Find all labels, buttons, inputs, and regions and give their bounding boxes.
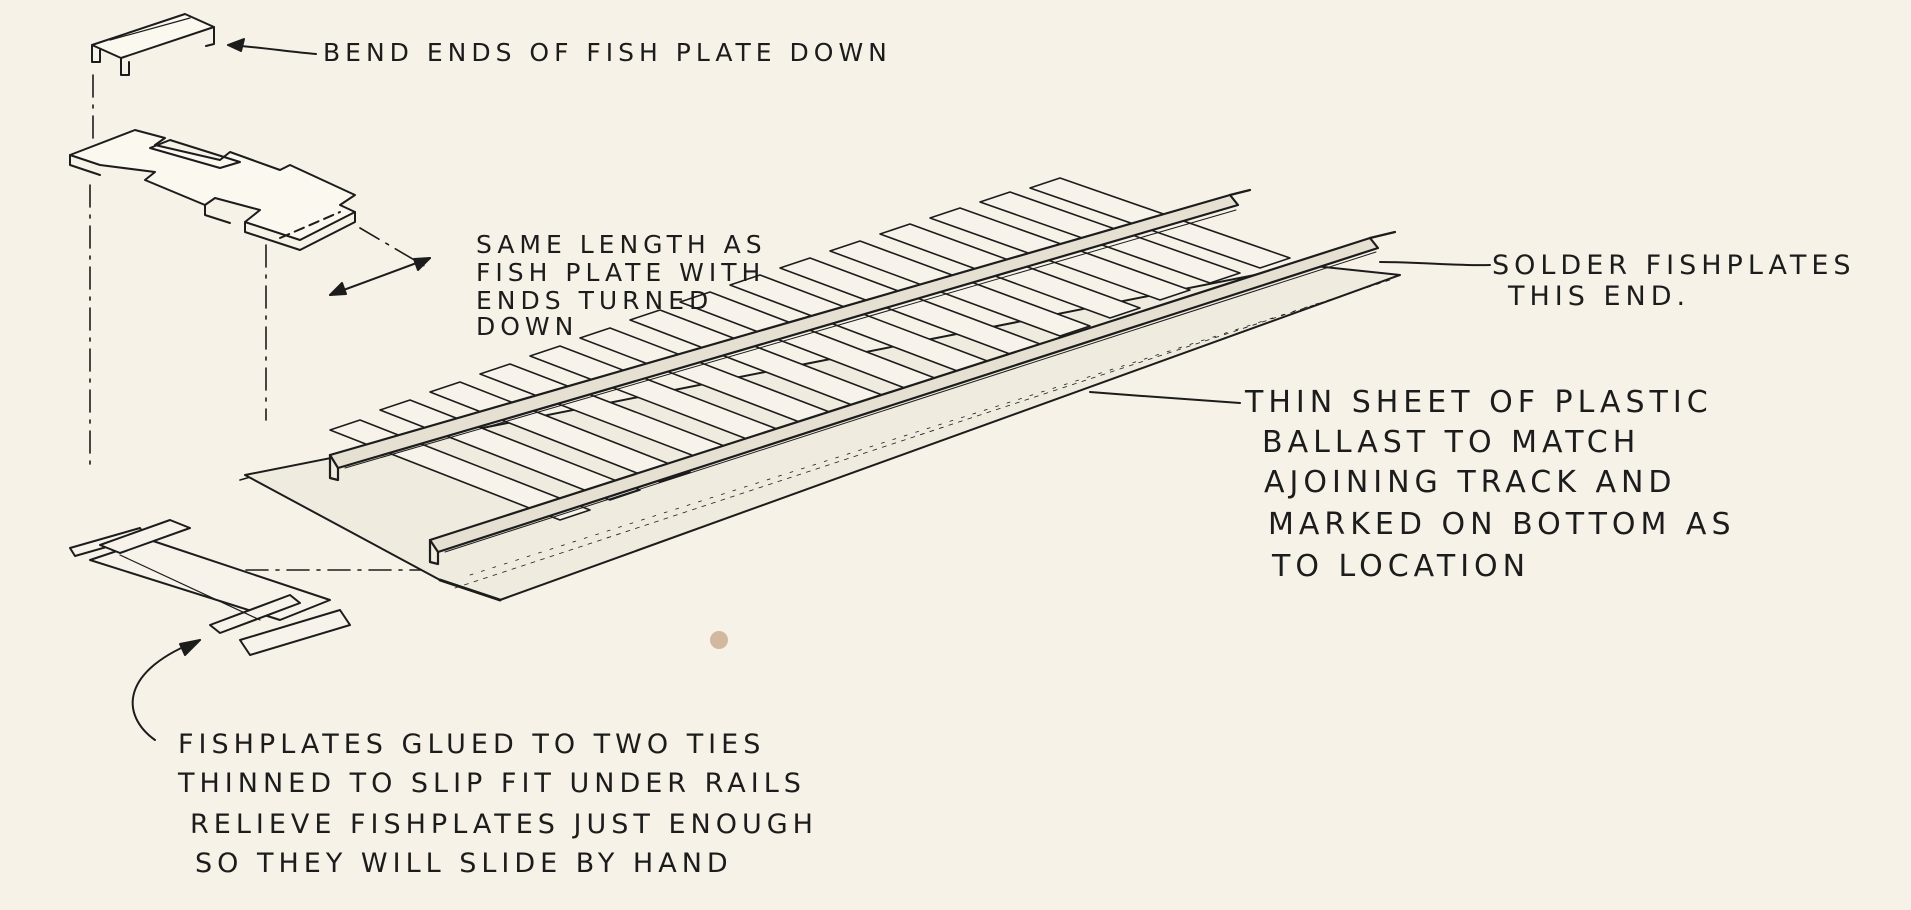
fishplates-glued-note-line-2: THINNED TO SLIP FIT UNDER RAILS — [178, 768, 806, 799]
dimension-arrows — [329, 257, 431, 296]
thin-sheet-note-line-2: BALLAST TO MATCH — [1262, 425, 1641, 460]
bend-ends-note: BEND ENDS OF FISH PLATE DOWN — [323, 38, 892, 67]
paper-stain — [710, 631, 728, 649]
solder-note-line-2: THIS END. — [1508, 281, 1691, 312]
fishplates-on-ties — [69, 519, 351, 656]
same-length-note-line-4: DOWN — [476, 312, 579, 341]
thin-sheet-note-line-1: THIN SHEET OF PLASTIC — [1245, 385, 1713, 420]
thin-sheet-leader — [1089, 391, 1241, 404]
fishplates-glued-note-line-3: RELIEVE FISHPLATES JUST ENOUGH — [190, 809, 818, 840]
fish-plate-bent-ends — [91, 13, 215, 76]
thin-sheet-note-line-4: MARKED ON BOTTOM AS — [1268, 507, 1736, 542]
fishplates-glued-leader — [131, 639, 201, 741]
thin-sheet-note-line-3: AJOINING TRACK AND — [1264, 465, 1677, 500]
fishplates-glued-note-line-4: SO THEY WILL SLIDE BY HAND — [195, 848, 733, 879]
rails — [328, 188, 1397, 566]
solder-note-line-1: SOLDER FISHPLATES — [1492, 250, 1856, 281]
same-length-note-line-3: ENDS TURNED — [476, 286, 714, 315]
fish-plate-flat — [69, 129, 356, 251]
same-length-note-line-1: SAME LENGTH AS — [476, 230, 767, 259]
thin-sheet-note-line-5: TO LOCATION — [1272, 549, 1531, 584]
bend-ends-leader — [227, 38, 317, 55]
fishplates-glued-note-line-1: FISHPLATES GLUED TO TWO TIES — [178, 729, 766, 760]
same-length-note-line-2: FISH PLATE WITH — [476, 258, 766, 287]
solder-leader — [1379, 261, 1491, 267]
